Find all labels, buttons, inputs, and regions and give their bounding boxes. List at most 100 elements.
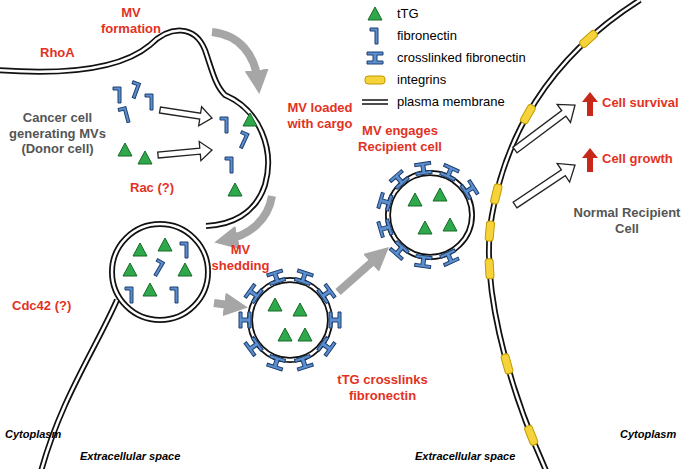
- drawing-part: [368, 7, 382, 20]
- protein-label: Rac (?): [130, 180, 185, 196]
- drawing-part: [317, 284, 336, 304]
- drawing-part: [40, 300, 117, 469]
- drawing-part: [178, 263, 192, 276]
- step-label: MV engages Recipient cell: [345, 123, 455, 154]
- drawing-part: [443, 218, 457, 231]
- drawing-part: [180, 242, 188, 258]
- drawing-part: [367, 52, 383, 64]
- drawing-part: [243, 113, 257, 126]
- effect-label: Cell survival: [602, 95, 690, 111]
- drawing-part: [143, 283, 157, 296]
- drawing-part: [513, 104, 575, 152]
- drawing-part: [317, 336, 336, 356]
- drawing-part: [133, 243, 147, 256]
- effect-label: Cell growth: [602, 151, 690, 167]
- drawing-part: [440, 249, 460, 267]
- cell-label: Normal Recipient Cell: [572, 205, 682, 236]
- drawing-part: [150, 259, 165, 277]
- legend-text: crosslinked fibronectin: [397, 50, 526, 66]
- drawing-part: [415, 254, 433, 268]
- drawing-part: [0, 31, 268, 226]
- drawing-part: [212, 32, 258, 82]
- drawing-part: [244, 336, 263, 356]
- drawing-part: [389, 170, 409, 190]
- drawing-part: [239, 161, 479, 371]
- drawing-part: [582, 92, 598, 172]
- step-label: tTG crosslinks fibronectin: [325, 372, 440, 403]
- drawing-part: [485, 29, 599, 446]
- drawing-part: [158, 104, 575, 207]
- drawing-part: [329, 312, 341, 328]
- drawing-part: [268, 298, 282, 311]
- drawing-part: [582, 92, 598, 116]
- drawing-part: [433, 188, 447, 201]
- drawing-part: [362, 99, 388, 101]
- drawing-part: [0, 31, 268, 226]
- drawing-part: [160, 107, 213, 126]
- drawing-part: [220, 117, 228, 133]
- drawing-part: [158, 238, 172, 251]
- drawing-part: [298, 328, 312, 341]
- drawing-part: [513, 163, 575, 208]
- step-label: MV formation: [95, 5, 167, 36]
- drawing-part: [338, 255, 380, 292]
- drawing-part: [485, 259, 494, 279]
- drawing-part: [170, 287, 178, 303]
- drawing-part: [490, 183, 503, 204]
- drawing-part: [460, 180, 479, 200]
- drawing-part: [294, 355, 313, 371]
- drawing-part: [214, 303, 236, 306]
- drawing-part: [582, 148, 598, 172]
- legend-text: plasma membrane: [397, 94, 505, 110]
- drawing-part: [278, 328, 292, 341]
- cell-label: Cancer cell generating MVs (Donor cell): [5, 110, 110, 157]
- drawing-part: [0, 31, 268, 469]
- drawing-part: [128, 81, 141, 99]
- drawing-part: [408, 193, 422, 206]
- step-label: MV loaded with cargo: [275, 100, 365, 131]
- drawing-part: [267, 355, 286, 371]
- drawing-part: [294, 269, 313, 285]
- drawing-part: [125, 287, 133, 303]
- region-label: Cytoplasm: [5, 428, 75, 441]
- drawing-part: [519, 103, 536, 124]
- drawing-part: [524, 425, 539, 447]
- drawing-part: [40, 300, 117, 469]
- region-label: Extracellular space: [80, 450, 210, 463]
- drawing-part: [500, 353, 513, 374]
- drawing-part: [225, 157, 233, 173]
- drawing-part: [228, 183, 242, 196]
- drawing-part: [118, 143, 132, 156]
- drawing-part: [226, 196, 272, 240]
- drawing-part: [158, 142, 212, 161]
- drawing-part: [365, 76, 385, 84]
- step-label: MV shedding: [203, 242, 278, 273]
- drawing-part: [250, 173, 472, 360]
- drawing-part: [440, 163, 460, 181]
- drawing-part: [377, 192, 393, 211]
- drawing-part: [362, 103, 388, 105]
- drawing-part: [415, 161, 433, 175]
- drawing-part: [389, 241, 409, 261]
- drawing-part: [112, 224, 208, 320]
- legend-text: integrins: [397, 72, 446, 88]
- drawing-part: [578, 29, 598, 48]
- drawing-part: [145, 94, 153, 110]
- drawing-part: [293, 303, 307, 316]
- legend-text: tTG: [397, 6, 419, 22]
- region-label: Extracellular space: [415, 450, 545, 463]
- drawing-part: [377, 219, 393, 238]
- legend-text: fibronectin: [397, 28, 457, 44]
- drawing-part: [362, 100, 388, 104]
- drawing-part: [235, 131, 249, 149]
- drawing-part: [112, 224, 208, 320]
- drawing-part: [244, 284, 263, 304]
- drawing-part: [118, 106, 130, 124]
- drawing-part: [418, 221, 432, 234]
- drawing-part: [485, 221, 495, 242]
- drawing-part: [267, 269, 286, 285]
- drawing-part: [138, 151, 152, 164]
- protein-label: Cdc42 (?): [12, 298, 92, 314]
